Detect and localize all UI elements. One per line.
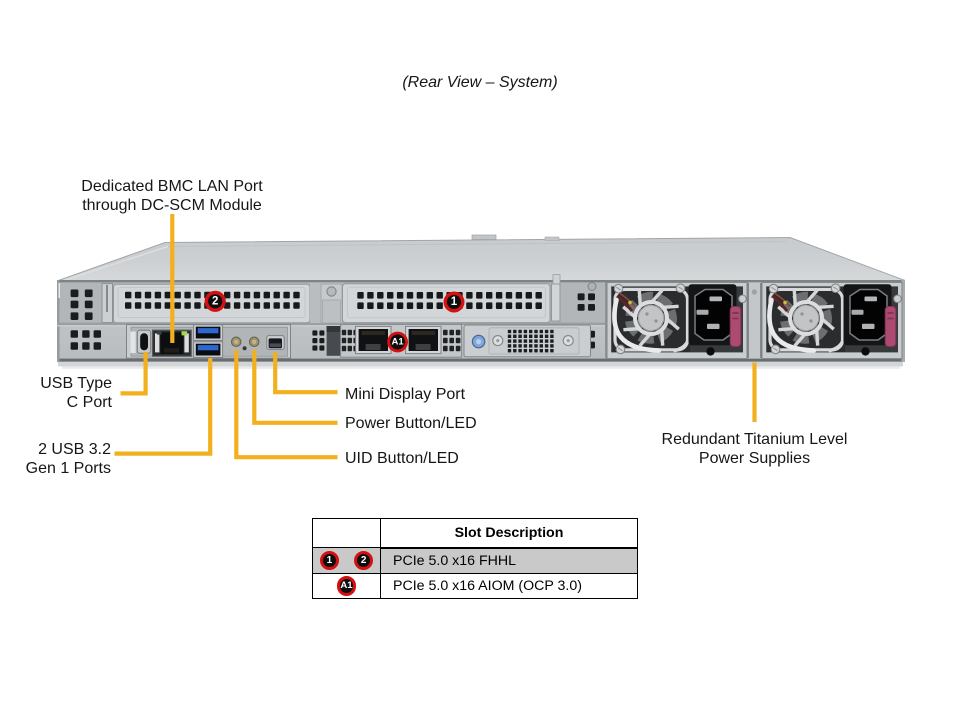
svg-text:2: 2 [212,295,218,307]
svg-text:A1: A1 [392,337,405,348]
svg-text:1: 1 [451,296,458,308]
